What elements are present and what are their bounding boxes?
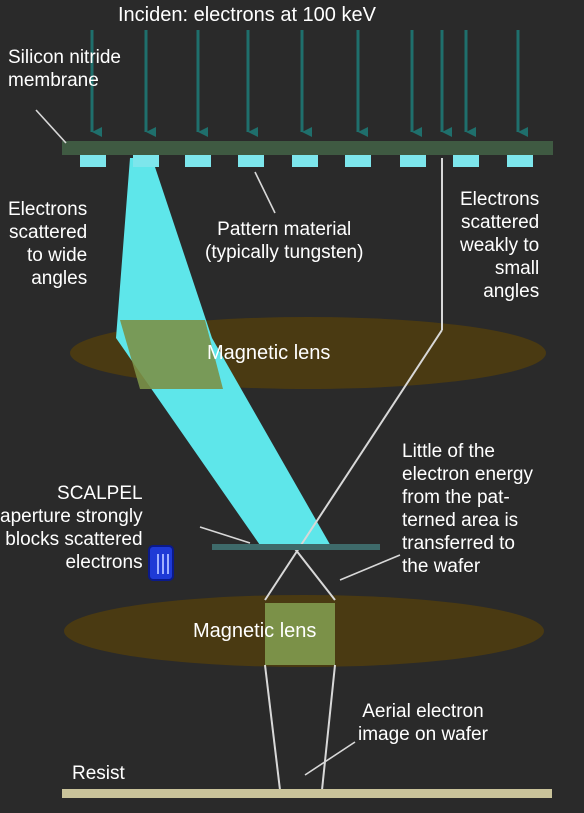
ray-segment — [291, 544, 336, 601]
resist-label: Resist — [72, 763, 125, 784]
pattern-block — [453, 155, 479, 167]
little-leader — [339, 554, 401, 581]
aerial-image-label: Aerial electron image on wafer — [358, 701, 488, 745]
lens-beam-overlap — [120, 320, 223, 389]
ray-segment — [264, 664, 281, 791]
image-rays — [264, 664, 336, 791]
incident-arrows — [90, 30, 528, 137]
ray-segment — [264, 329, 443, 601]
lens-bottom-image-region — [265, 603, 335, 665]
pattern-block — [133, 155, 159, 167]
wide-scatter-beam — [116, 158, 332, 548]
magnetic-lens-bottom-label: Magnetic lens — [193, 620, 317, 642]
pattern-block — [185, 155, 211, 167]
membrane-label: Silicon nitride membrane — [8, 47, 121, 91]
weak-scatter-label: Electrons scattered weakly to small angl… — [460, 189, 540, 302]
pattern-material-label: Pattern material (typically tungsten) — [205, 219, 364, 263]
silicon-nitride-membrane — [62, 141, 553, 155]
pattern-block — [238, 155, 264, 167]
pattern-block — [345, 155, 371, 167]
pattern-blocks — [80, 155, 533, 167]
cursor-marker — [148, 545, 174, 581]
aerial-leader — [304, 741, 356, 776]
pattern-block — [80, 155, 106, 167]
leader-lines — [35, 109, 401, 776]
wide-scatter-label: Electrons scattered to wide angles — [8, 199, 88, 289]
magnetic-lens-top-label: Magnetic lens — [207, 342, 331, 364]
scalpel-leader — [199, 526, 251, 544]
pattern-block — [507, 155, 533, 167]
small-angle-ray — [264, 158, 443, 601]
pattern-block — [292, 155, 318, 167]
resist-layer — [62, 789, 552, 798]
energy-transfer-label: Little of the electron energy from the p… — [402, 441, 533, 577]
scalpel-aperture — [212, 544, 380, 550]
pattern-leader — [254, 171, 276, 214]
scalpel-aperture-label: SCALPEL aperture strongly blocks scatter… — [0, 483, 143, 573]
ray-segment — [321, 664, 336, 791]
membrane-leader — [35, 109, 67, 144]
pattern-block — [400, 155, 426, 167]
incident-electrons-label: Inciden: electrons at 100 keV — [118, 4, 376, 26]
